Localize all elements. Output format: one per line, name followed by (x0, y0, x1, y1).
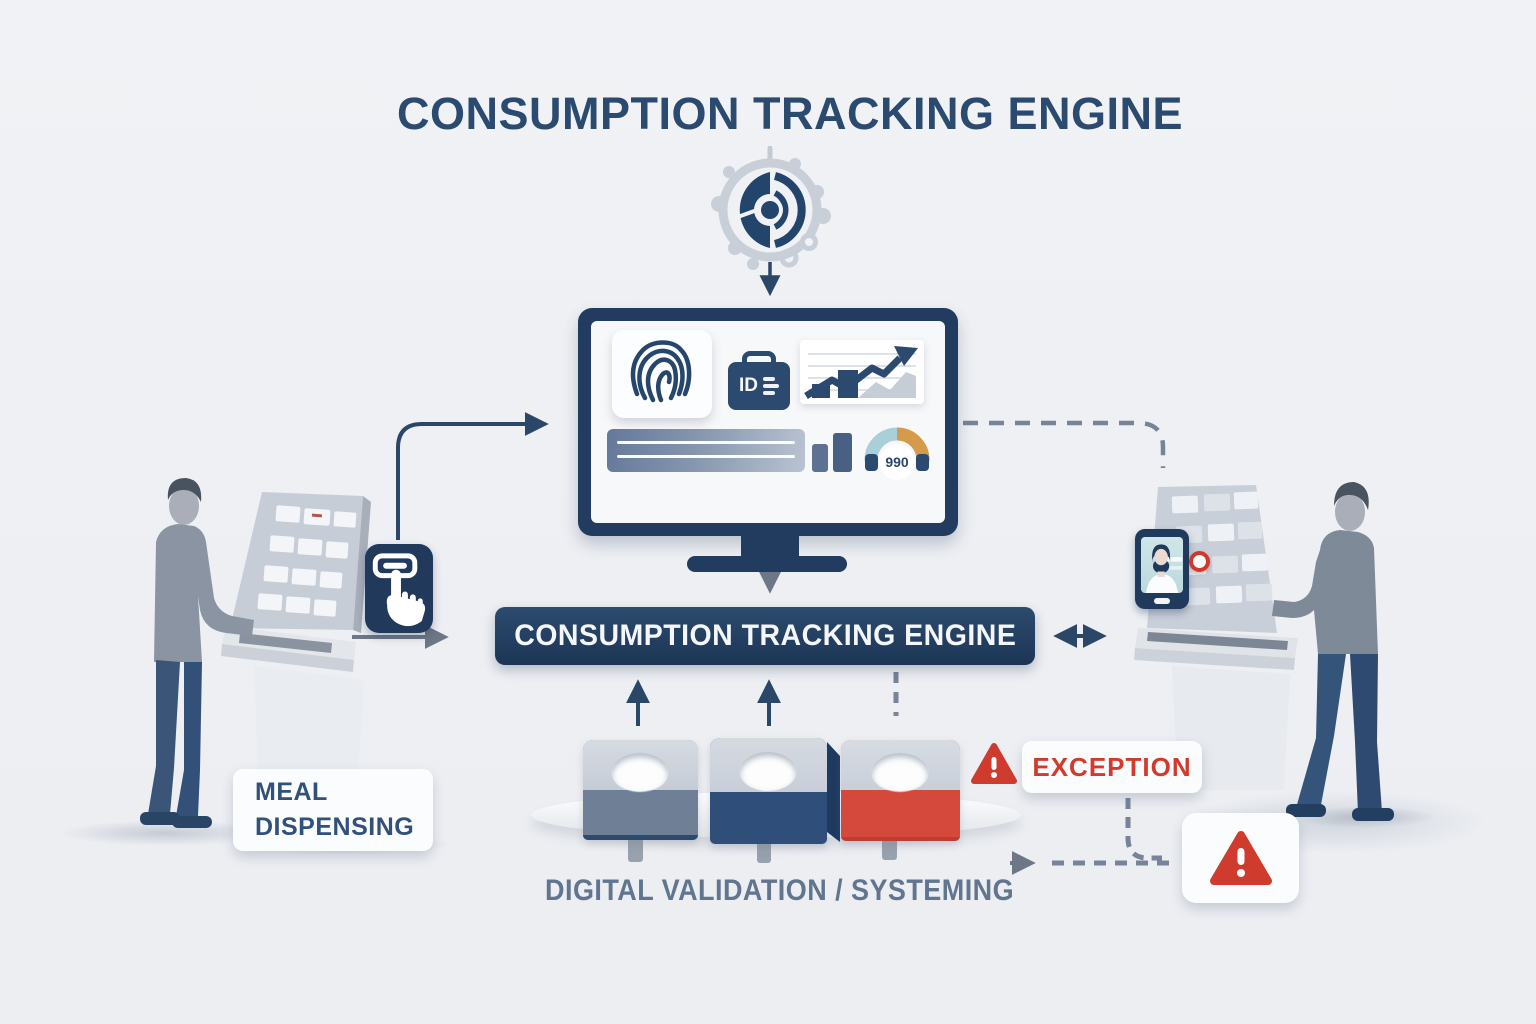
tray1-base-strip (583, 835, 698, 840)
meal-kiosk (221, 492, 371, 774)
monitor-base (687, 556, 847, 572)
engine-banner-label: CONSUMPTION TRACKING ENGINE (513, 619, 1017, 652)
validation-tray-2 (710, 738, 827, 844)
tray3-base-strip (841, 837, 960, 841)
validation-tray-3 (841, 740, 960, 841)
alert-card (1182, 813, 1299, 903)
badge-handle (742, 351, 776, 370)
mini-bar-2 (833, 433, 852, 472)
meal-dispensing-kiosk-scene (140, 478, 371, 828)
face-scan-screen (1141, 537, 1183, 593)
left-person (140, 478, 254, 828)
right-person (1272, 482, 1394, 821)
validation-tray-1 (583, 740, 698, 840)
dashboard-screen: ID (591, 321, 945, 523)
platform-leg-1 (628, 838, 643, 862)
tray3-slot (872, 753, 928, 791)
dashboard-monitor: ID (578, 308, 958, 536)
tray2-slot (740, 752, 796, 790)
touch-button-icon (365, 544, 433, 633)
badge-text-lines (763, 377, 779, 395)
platform-leg-3 (882, 838, 897, 860)
scan-indicator-dot (1189, 551, 1210, 572)
alert-warning-triangle-icon (1209, 831, 1272, 885)
tray1-slot (612, 753, 668, 791)
warning-triangle-icon (971, 743, 1017, 784)
growth-chart-card (800, 340, 924, 404)
mini-bar-1 (812, 444, 828, 472)
id-badge-icon: ID (728, 351, 790, 410)
fingerprint-icon (630, 340, 692, 403)
page-title: CONSUMPTION TRACKING ENGINE (396, 88, 1184, 139)
meal-dispensing-line1: MEAL (255, 778, 328, 806)
dashed-monitor-to-pickup (963, 420, 1166, 468)
data-entry-bar (607, 429, 805, 472)
validation-caption-text: DIGITAL VALIDATION / SYSTEMING (545, 874, 1015, 907)
fingerprint-card (612, 330, 712, 418)
gear-analytics-icon (711, 146, 831, 270)
phone-home-button (1154, 598, 1170, 604)
touch-button-glyph (372, 553, 426, 627)
meal-dispensing-card: MEAL DISPENSING (233, 769, 433, 851)
exception-label: EXCEPTION (1032, 751, 1192, 782)
platform-leg-2 (757, 841, 771, 863)
tray2-side-face (827, 742, 840, 842)
growth-chart-icon (804, 346, 918, 399)
pickup-kiosk-scene (1134, 482, 1394, 821)
gauge-value: 990 (885, 454, 909, 470)
id-badge-label: ID (739, 375, 758, 396)
validation-caption: DIGITAL VALIDATION / SYSTEMING (500, 874, 1060, 908)
score-gauge-icon: 990 (864, 427, 930, 480)
monitor-neck (741, 534, 799, 560)
exception-card: EXCEPTION (1022, 741, 1202, 793)
face-portrait (1146, 544, 1182, 593)
engine-banner: CONSUMPTION TRACKING ENGINE (495, 607, 1035, 665)
face-scan-phone-icon (1135, 529, 1189, 609)
meal-dispensing-line2: DISPENSING (255, 813, 415, 841)
